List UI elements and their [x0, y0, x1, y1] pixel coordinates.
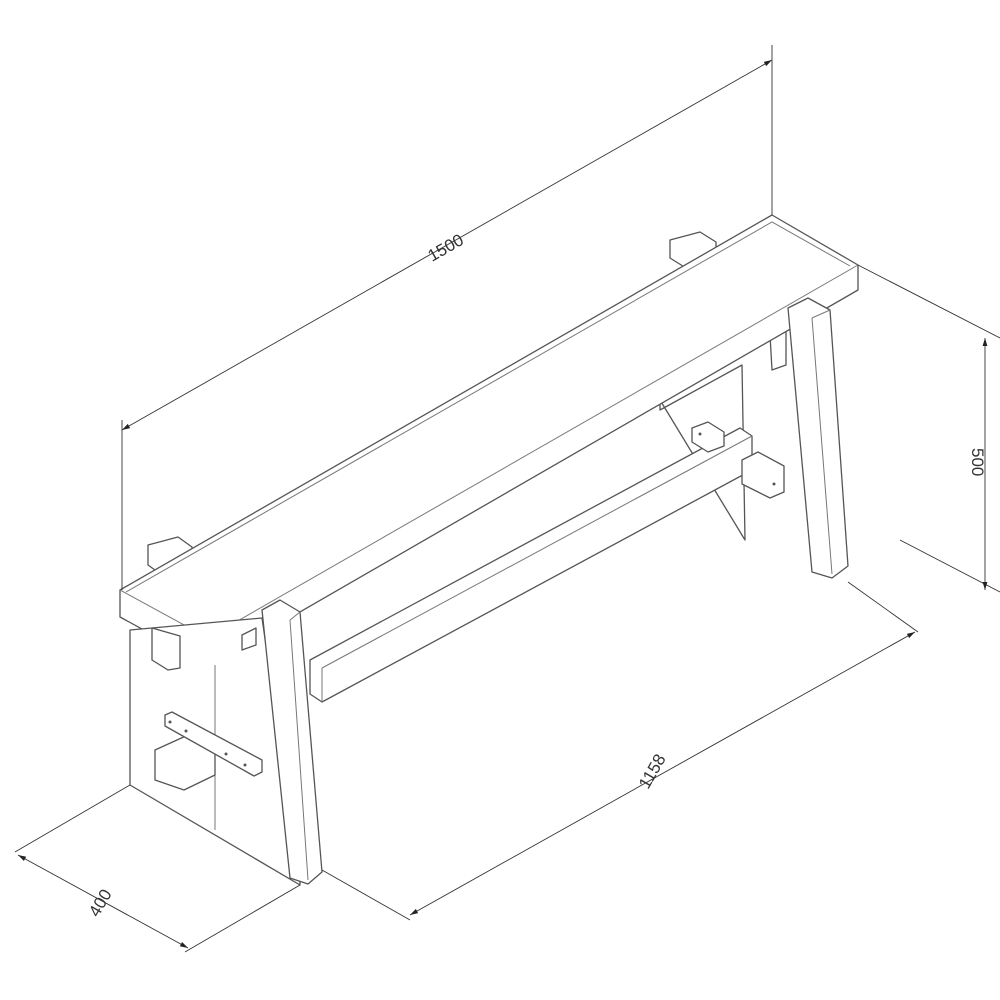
front-left-leg [129, 599, 323, 886]
dimension-leg-span-label: 1158 [635, 751, 670, 792]
dimension-height: 500 [857, 264, 1000, 593]
dimension-length-label: 1500 [425, 230, 467, 265]
front-right-leg [787, 297, 849, 579]
dimension-height-label: 500 [968, 448, 987, 476]
dimension-depth-label: 400 [85, 886, 116, 920]
